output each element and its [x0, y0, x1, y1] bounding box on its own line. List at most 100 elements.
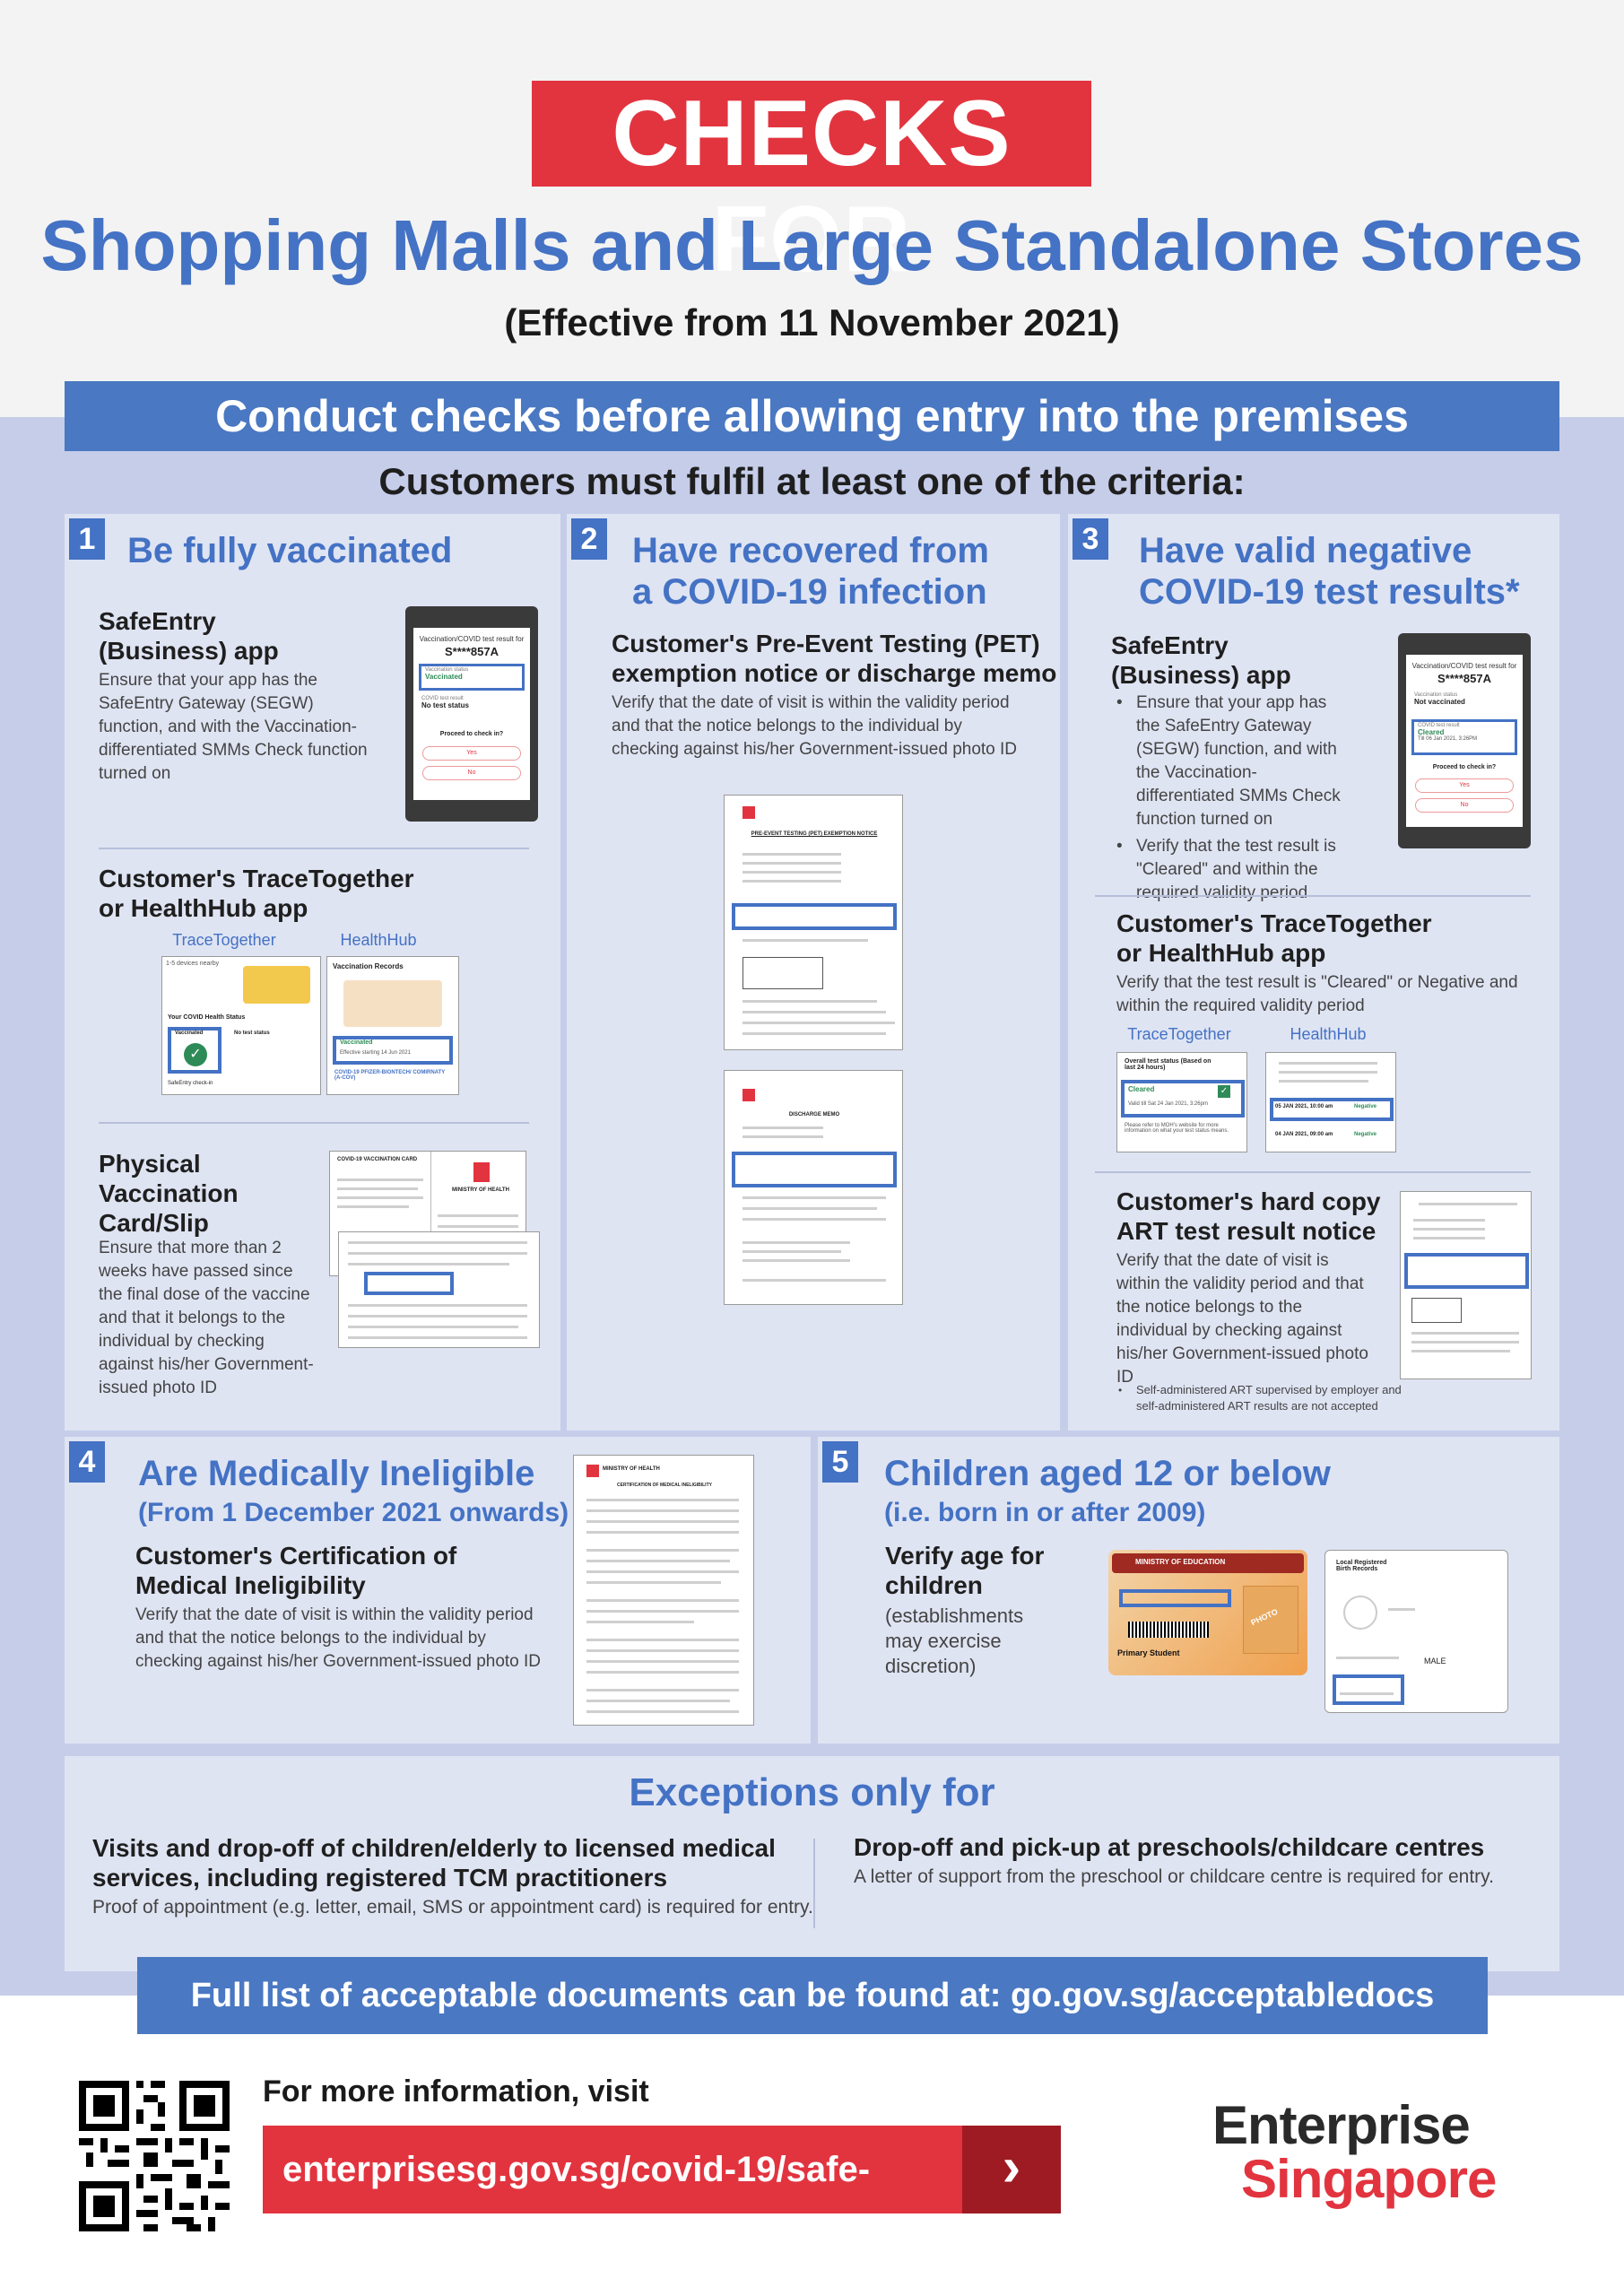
top-background — [0, 0, 1624, 417]
more-info-label: For more information, visit — [263, 2074, 649, 2109]
checkmark-icon: ✓ — [1218, 1085, 1230, 1098]
divider — [1095, 1171, 1531, 1173]
barcode-icon — [1128, 1622, 1209, 1638]
criterion-5-heading: Children aged 12 or below — [884, 1454, 1331, 1493]
medical-ineligibility-title: Customer's Certification of Medical Inel… — [135, 1542, 457, 1599]
validity-highlight — [732, 1152, 897, 1187]
tracetogether-screenshot: Overall test status (Based on last 24 ho… — [1116, 1052, 1247, 1152]
criterion-3-heading: Have valid negative COVID-19 test result… — [1139, 531, 1520, 612]
cleared-highlight — [1121, 1080, 1245, 1118]
criterion-1-heading: Be fully vaccinated — [127, 531, 453, 570]
safeentry-phone-screenshot: Vaccination/COVID test result for S****8… — [405, 606, 538, 822]
exceptions-divider — [813, 1839, 815, 1928]
conduct-checks-bar: Conduct checks before allowing entry int… — [65, 381, 1559, 451]
verify-age-description: (establishments may exercise discretion) — [885, 1605, 1024, 1677]
criterion-5-subheading: (i.e. born in or after 2009) — [884, 1498, 1206, 1527]
moh-logo-icon — [473, 1162, 490, 1182]
criterion-1-panel: 1 Be fully vaccinated SafeEntry (Busines… — [65, 514, 560, 1431]
birth-records-image: Local Registered Birth Records MALE — [1324, 1550, 1508, 1713]
vaccination-slip-image — [338, 1231, 540, 1348]
illustration — [243, 966, 310, 1004]
tracetogether-title: Customer's TraceTogether or HealthHub ap… — [99, 865, 414, 922]
exceptions-panel: Exceptions only for Visits and drop-off … — [65, 1756, 1559, 1971]
final-dose-highlight — [364, 1272, 454, 1295]
discharge-memo-image: DISCHARGE MEMO — [724, 1070, 903, 1305]
healthhub-screenshot: Vaccination Records Vaccinated Effective… — [326, 956, 459, 1095]
pet-exemption-title: Customer's Pre-Event Testing (PET) exemp… — [612, 630, 1057, 687]
validity-highlight — [1404, 1253, 1529, 1289]
enterprise-singapore-logo: Enterprise Singapore — [1212, 2095, 1497, 2209]
criterion-4-panel: 4 Are Medically Ineligible (From 1 Decem… — [65, 1437, 811, 1744]
criterion-5-number: 5 — [822, 1441, 858, 1483]
moh-logo-icon — [743, 1089, 755, 1101]
criterion-2-number: 2 — [571, 518, 607, 560]
effective-date: (Effective from 11 November 2021) — [504, 301, 1120, 344]
exceptions-right-description: A letter of support from the preschool o… — [854, 1866, 1494, 1887]
art-footnote: Self-administered ART supervised by empl… — [1136, 1383, 1402, 1413]
photo-placeholder — [1243, 1586, 1298, 1654]
chevron-right-icon[interactable]: › — [962, 2126, 1061, 2213]
divider — [1095, 895, 1531, 897]
bullet-item: Verify that the test result is "Cleared"… — [1113, 835, 1346, 905]
student-card-image: MINISTRY OF EDUCATION Primary Student PH… — [1108, 1550, 1307, 1675]
vaccination-card-title: Physical Vaccination Card/Slip — [99, 1150, 239, 1237]
art-notice-description: Verify that the date of visit is within … — [1116, 1251, 1368, 1387]
tracetogether-label: TraceTogether — [1127, 1025, 1231, 1043]
yes-button[interactable]: Yes — [422, 746, 521, 761]
safeentry-title: SafeEntry (Business) app — [1111, 631, 1291, 689]
medical-ineligibility-image: MINISTRY OF HEALTH CERTIFICATION OF MEDI… — [573, 1455, 754, 1726]
criterion-4-subheading: (From 1 December 2021 onwards) — [138, 1498, 569, 1527]
checkmark-icon: ✓ — [184, 1043, 207, 1066]
criterion-4-number: 4 — [69, 1441, 105, 1483]
criterion-3-number: 3 — [1073, 518, 1108, 560]
pet-exemption-description: Verify that the date of visit is within … — [612, 693, 1018, 759]
cleared-highlight: COVID test result Cleared Till 06 Jan 20… — [1411, 719, 1517, 755]
tracetogether-description: Verify that the test result is "Cleared"… — [1116, 973, 1518, 1015]
moh-logo-icon — [586, 1465, 599, 1477]
safeentry-description: Ensure that your app has the SafeEntry G… — [99, 671, 368, 783]
exceptions-right-title: Drop-off and pick-up at preschools/child… — [854, 1833, 1485, 1861]
checks-for-banner: CHECKS FOR — [532, 81, 1091, 291]
pet-exemption-notice-image: PRE-EVENT TESTING (PET) EXEMPTION NOTICE — [724, 795, 903, 1050]
art-notice-image — [1400, 1191, 1532, 1379]
exceptions-left-description: Proof of appointment (e.g. letter, email… — [92, 1897, 813, 1918]
vaccinated-highlight — [333, 1036, 453, 1065]
healthhub-label: HealthHub — [340, 931, 417, 949]
illustration — [343, 980, 442, 1027]
no-button[interactable]: No — [1415, 798, 1514, 813]
divider — [99, 1122, 529, 1124]
acceptable-docs-bar[interactable]: Full list of acceptable documents can be… — [137, 1957, 1488, 2034]
footnote-bullet: • — [1118, 1384, 1123, 1396]
tracetogether-title: Customer's TraceTogether or HealthHub ap… — [1116, 909, 1432, 967]
medical-ineligibility-description: Verify that the date of visit is within … — [135, 1605, 542, 1671]
criterion-1-number: 1 — [69, 518, 105, 560]
criteria-heading: Customers must fulfil at least one of th… — [378, 460, 1246, 502]
bullet-item: Ensure that your app has the SafeEntry G… — [1113, 691, 1346, 831]
vaccination-card-description: Ensure that more than 2 weeks have passe… — [99, 1239, 314, 1397]
tracetogether-screenshot: 1-5 devices nearby Your COVID Health Sta… — [161, 956, 321, 1095]
criterion-4-heading: Are Medically Ineligible — [138, 1454, 535, 1493]
safeentry-checklist: Ensure that your app has the SafeEntry G… — [1113, 691, 1346, 905]
page-title: Shopping Malls and Large Standalone Stor… — [40, 205, 1584, 285]
tracetogether-label: TraceTogether — [172, 931, 276, 949]
safeentry-phone-screenshot: Vaccination/COVID test result for S****8… — [1398, 633, 1531, 848]
no-button[interactable]: No — [422, 766, 521, 780]
qr-code-icon[interactable] — [79, 2081, 230, 2231]
birth-date-highlight — [1119, 1589, 1231, 1607]
validity-highlight — [732, 903, 897, 930]
yes-button[interactable]: Yes — [1415, 778, 1514, 793]
safeentry-title: SafeEntry (Business) app — [99, 607, 279, 665]
more-info-link[interactable]: enterprisesg.gov.sg/covid-19/safe-distan… — [263, 2126, 962, 2277]
healthhub-screenshot: 05 JAN 2021, 10:00 am Negative 04 JAN 20… — [1265, 1052, 1396, 1152]
birth-date-highlight — [1333, 1674, 1404, 1705]
criterion-5-panel: 5 Children aged 12 or below (i.e. born i… — [818, 1437, 1559, 1744]
art-notice-title: Customer's hard copy ART test result not… — [1116, 1187, 1381, 1245]
exceptions-left-title: Visits and drop-off of children/elderly … — [92, 1834, 776, 1892]
criterion-2-heading: Have recovered from a COVID-19 infection — [632, 531, 989, 612]
exceptions-title: Exceptions only for — [629, 1770, 995, 1814]
criterion-3-panel: 3 Have valid negative COVID-19 test resu… — [1068, 514, 1559, 1431]
moh-logo-icon — [743, 806, 755, 819]
divider — [99, 848, 529, 849]
criterion-2-panel: 2 Have recovered from a COVID-19 infecti… — [567, 514, 1060, 1431]
avatar-icon — [1343, 1596, 1377, 1630]
